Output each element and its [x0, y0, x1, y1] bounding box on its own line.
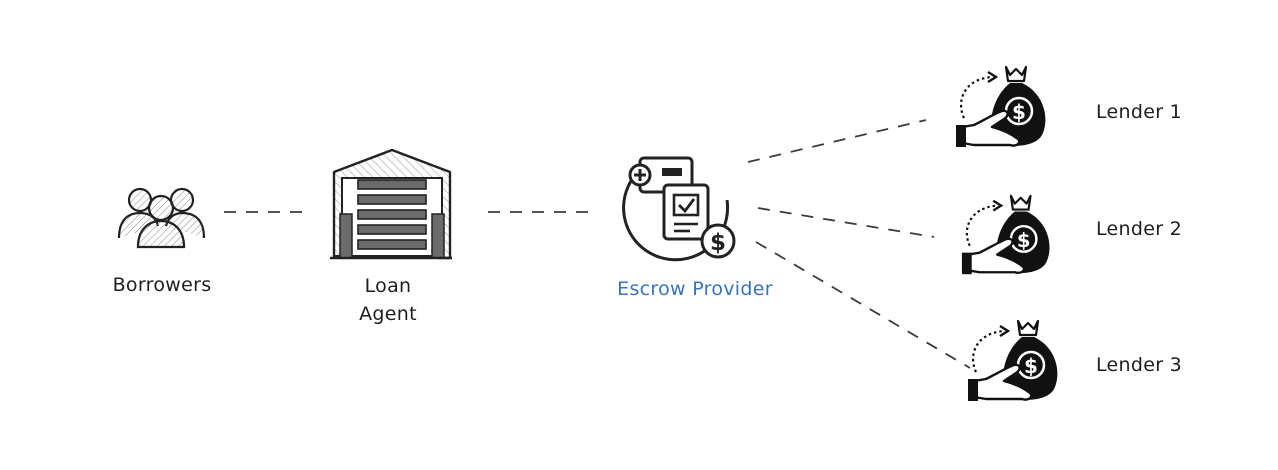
node-label-escrow-provider: Escrow Provider	[617, 278, 773, 300]
money-bag-hand-icon	[966, 319, 1059, 403]
node-label-lender-3: Lender 3	[1096, 354, 1182, 376]
node-label-borrowers: Borrowers	[113, 274, 212, 296]
node-label-loan-agent-line-1: Loan	[365, 275, 412, 297]
node-loan-agent[interactable]: Loan Agent	[330, 148, 452, 325]
node-borrowers[interactable]: Borrowers	[113, 187, 212, 296]
connectors	[224, 119, 971, 369]
edge-escrow-provider-lender-1	[747, 119, 927, 163]
money-bag-hand-icon	[954, 65, 1047, 149]
node-label-lender-1: Lender 1	[1096, 101, 1182, 123]
edge-escrow-provider-lender-2	[757, 207, 935, 238]
money-bag-hand-icon	[960, 194, 1051, 276]
warehouse-icon	[330, 148, 452, 260]
node-lender-2[interactable]: Lender 2	[960, 194, 1182, 276]
node-label-lender-2: Lender 2	[1096, 218, 1182, 240]
node-escrow-provider[interactable]: $ Escrow Provider	[617, 156, 773, 300]
node-lender-3[interactable]: Lender 3	[966, 319, 1182, 403]
node-label-loan-agent-line-2: Agent	[359, 303, 417, 325]
svg-text:$: $	[710, 230, 726, 256]
node-lender-1[interactable]: Lender 1	[954, 65, 1182, 149]
people-group-icon	[117, 187, 206, 249]
escrow-document-dollar-icon: $	[622, 156, 736, 262]
edge-escrow-provider-lender-3	[755, 241, 971, 369]
